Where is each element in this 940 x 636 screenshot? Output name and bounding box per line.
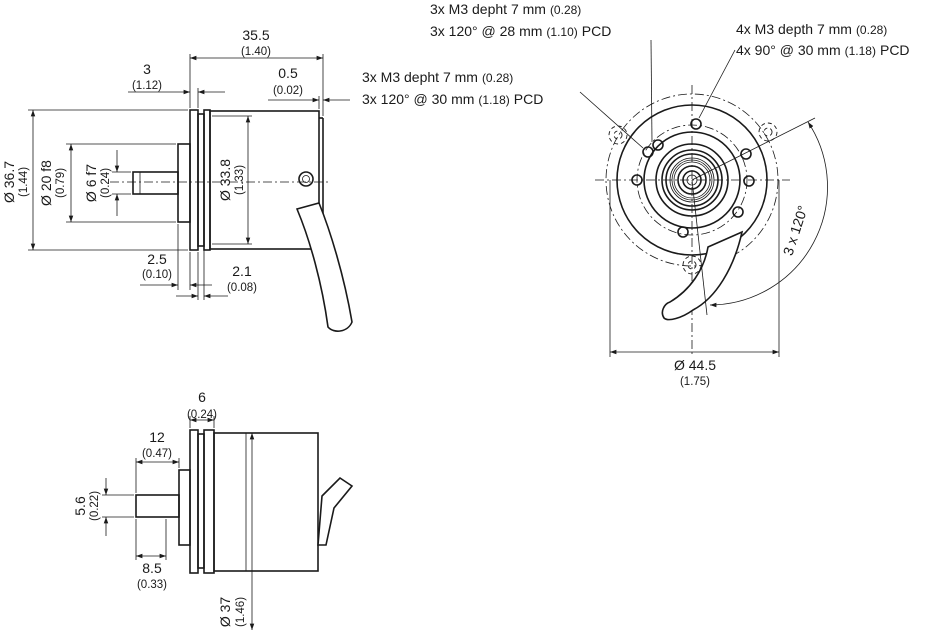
dim-centering-diameter: Ø 20 f8: [38, 160, 54, 206]
housing: [209, 110, 320, 250]
dim-flat-length-inch: (0.33): [137, 579, 167, 591]
dim-outer-diameter-inch: (1.44): [18, 167, 30, 197]
dim-shaft-diameter-inch: (0.24): [100, 168, 112, 198]
dim-flange-thickness-inch: (1.12): [132, 80, 162, 92]
front-view: Ø 44.5 (1.75) 3 x 120° 3x M3 depht 7 mm …: [362, 1, 910, 388]
side-view-bottom: 6 (0.24) 12 (0.47) 5.6 (0.22) 8.5 (0.33)…: [72, 389, 354, 630]
dim-body-diameter: Ø 33.8: [217, 159, 233, 201]
centering-hub: [177, 143, 191, 223]
hole-note-c-line2: 3x 120° @ 30 mm (1.18) PCD: [362, 91, 543, 108]
dim-centering-diameter-inch: (0.79): [55, 168, 67, 198]
dim-collar-length-inch: (0.47): [142, 448, 172, 460]
dim-body-diameter-bottom: Ø 37: [217, 597, 233, 628]
housing-bottom: [213, 432, 319, 572]
hole-note-a-line2: 3x 120° @ 28 mm (1.10) PCD: [430, 23, 611, 40]
shaft-flat: [135, 494, 180, 518]
dim-collar-width-inch: (0.10): [142, 269, 172, 281]
dim-flange-thickness-bottom-inch: (0.24): [187, 409, 217, 421]
dim-overall-diameter-inch: (1.75): [680, 376, 710, 388]
dim-shaft-diameter: Ø 6 f7: [83, 164, 99, 202]
hole-note-b-line2: 4x 90° @ 30 mm (1.18) PCD: [736, 42, 910, 59]
dim-overall-length: 35.5: [242, 27, 269, 43]
mounting-holes: [631, 118, 755, 238]
cable-stub: [317, 476, 354, 546]
dim-flat-length: 8.5: [142, 560, 162, 576]
dim-collar-width: 2.5: [147, 251, 167, 267]
dim-groove-width-inch: (0.08): [227, 282, 257, 294]
hole-note-a-line1: 3x M3 depht 7 mm (0.28): [430, 1, 581, 18]
dim-groove-width: 2.1: [232, 263, 252, 279]
dim-body-diameter-bottom-inch: (1.46): [235, 597, 247, 627]
side-view-top: 35.5 (1.40) 3 (1.12) 0.5 (0.02) Ø 36.7 (…: [1, 27, 353, 332]
flange: [189, 109, 199, 251]
dim-overall-length-inch: (1.40): [241, 46, 271, 58]
dim-rear-step: 0.5: [278, 65, 298, 81]
screw-head: [298, 171, 314, 187]
cable: [295, 202, 353, 332]
dim-flat-height-inch: (0.22): [89, 491, 101, 521]
dim-rear-step-inch: (0.02): [273, 85, 303, 97]
hidden-holes: [608, 122, 778, 275]
front-cable: [661, 230, 744, 321]
hole-note-c-line1: 3x M3 depht 7 mm (0.28): [362, 69, 513, 86]
dim-flat-height: 5.6: [72, 496, 88, 516]
dim-overall-diameter: Ø 44.5: [674, 357, 716, 373]
dim-flange-thickness-bottom: 6: [198, 389, 206, 405]
angle-label: 3 x 120°: [780, 203, 811, 257]
dim-collar-length: 12: [149, 429, 165, 445]
hole-note-b-line1: 4x M3 depth 7 mm (0.28): [736, 21, 887, 38]
dim-flange-thickness: 3: [143, 61, 151, 77]
dim-body-diameter-inch: (1.33): [234, 165, 246, 195]
dim-outer-diameter: Ø 36.7: [1, 161, 17, 203]
